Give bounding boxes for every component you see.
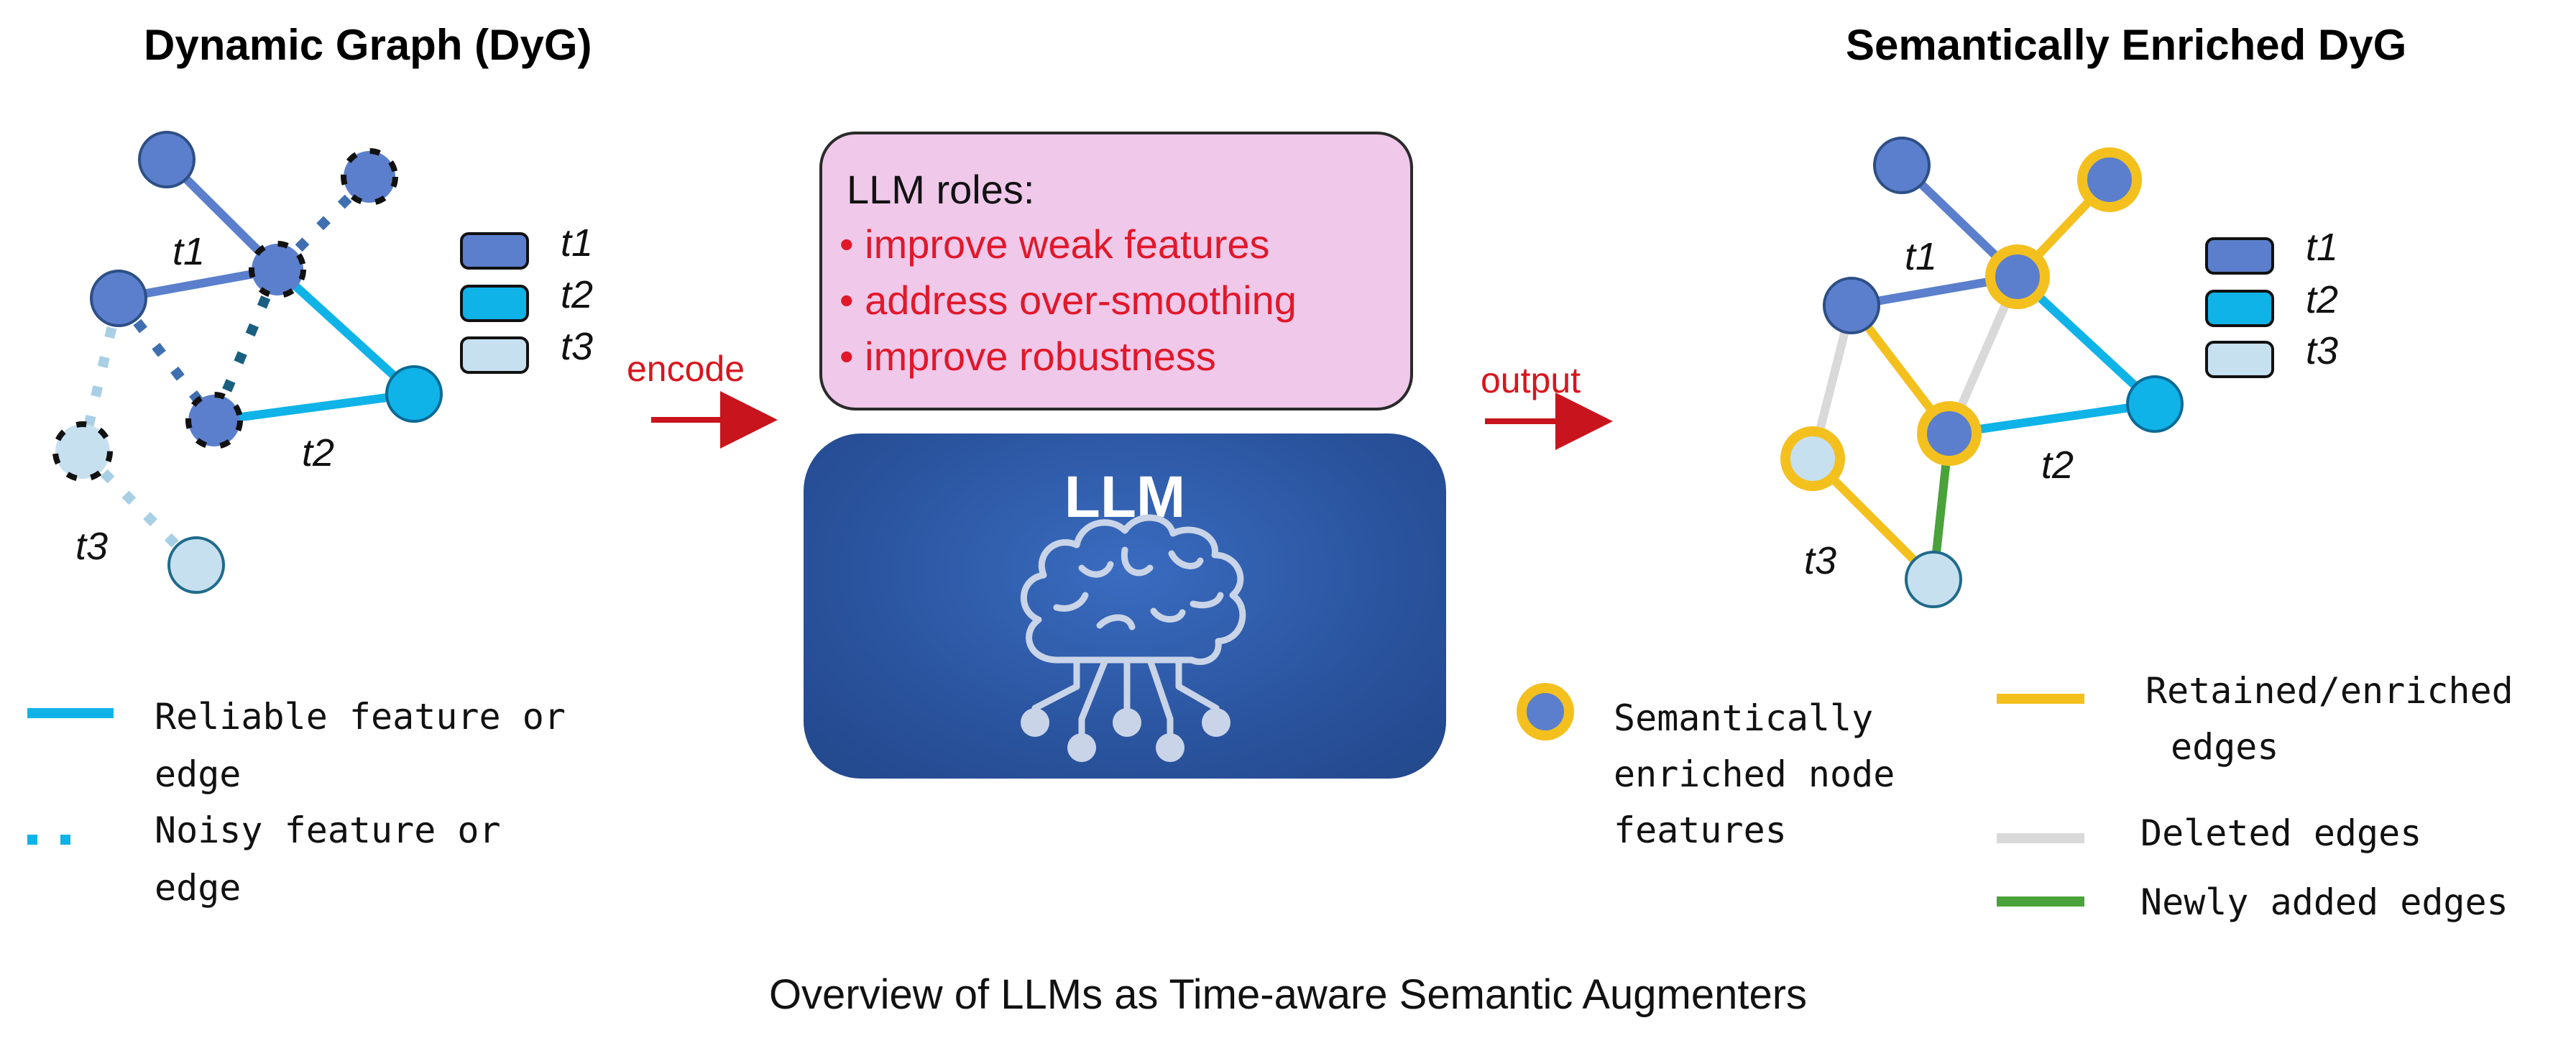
left-node-t2 xyxy=(385,365,443,423)
legend-retained-label-line1: Retained/enriched xyxy=(2145,670,2513,712)
left-legend-label-t2: t2 xyxy=(561,273,593,316)
left-edge-noisy-1 xyxy=(274,173,373,273)
figure-caption: Overview of LLMs as Time-aware Semantic … xyxy=(768,971,1808,1018)
right-node-enriched-t3 xyxy=(1780,426,1845,491)
right-legend-swatch-t2 xyxy=(2205,290,2274,327)
right-legend-label-t2: t2 xyxy=(2306,278,2338,321)
legend-enriched-node-icon xyxy=(1517,683,1574,740)
right-legend-swatch-t3 xyxy=(2205,341,2274,378)
legend-enriched-node-line3: features xyxy=(1614,809,1787,851)
right-node-t2 xyxy=(2126,375,2184,433)
left-label-t3: t3 xyxy=(75,525,108,568)
left-node-t1-topright xyxy=(341,148,398,206)
left-legend-label-t1: t1 xyxy=(561,221,593,265)
legend-reliable-label-line2: edge xyxy=(155,753,242,795)
left-node-t1-top xyxy=(138,131,196,188)
left-node-t1-lower xyxy=(185,392,243,449)
llm-role-item: • address over-smoothing xyxy=(840,277,1297,323)
left-legend-swatch-t2 xyxy=(460,285,529,322)
right-node-t3 xyxy=(1905,551,1962,608)
left-legend-swatch-t1 xyxy=(460,232,529,270)
right-label-t2: t2 xyxy=(2041,444,2074,487)
left-node-t3-noisy xyxy=(52,421,113,482)
right-label-t1: t1 xyxy=(1905,235,1937,278)
left-label-t2: t2 xyxy=(302,431,334,474)
encode-label: encode xyxy=(627,349,745,389)
legend-added-label: Newly added edges xyxy=(2140,881,2508,923)
legend-noisy-label-line1: Noisy feature or xyxy=(155,809,501,851)
right-panel-title: Semantically Enriched DyG xyxy=(1846,21,2407,69)
legend-deleted-label: Deleted edges xyxy=(2140,812,2422,854)
left-node-t1-left xyxy=(90,270,147,327)
brain-circuit-nodes xyxy=(1021,708,1230,762)
right-label-t3: t3 xyxy=(1804,539,1836,582)
left-node-t3 xyxy=(167,536,225,594)
legend-reliable-label-line1: Reliable feature or xyxy=(155,696,566,738)
llm-role-item: • improve weak features xyxy=(840,221,1270,267)
llm-role-item: • improve robustness xyxy=(840,334,1216,379)
legend-noisy-label-line2: edge xyxy=(155,867,242,909)
left-node-t1-center xyxy=(249,241,306,298)
llm-roles-box: LLM roles: • improve weak features • add… xyxy=(819,132,1413,410)
right-edge-t2-b xyxy=(1949,400,2156,438)
legend-retained-label-line2: edges xyxy=(2171,726,2279,768)
left-legend-swatch-t3 xyxy=(460,336,529,374)
right-node-t1-left xyxy=(1823,277,1880,334)
legend-enriched-node-line1: Semantically xyxy=(1614,697,1874,739)
right-legend-swatch-t1 xyxy=(2205,237,2274,275)
legend-enriched-node-line2: enriched node xyxy=(1614,753,1895,795)
right-node-enriched-center xyxy=(1985,244,2050,309)
right-node-enriched-lower xyxy=(1917,401,1982,466)
right-node-t1-top xyxy=(1873,137,1931,194)
left-panel-title: Dynamic Graph (DyG) xyxy=(144,21,592,69)
right-legend-label-t1: t1 xyxy=(2306,226,2338,269)
right-graph: t1 t2 t3 t1 t2 t3 xyxy=(1517,137,2338,907)
right-node-enriched-topright xyxy=(2077,147,2142,212)
left-edge-t2-b xyxy=(213,390,415,425)
left-legend-label-t3: t3 xyxy=(561,325,593,368)
left-graph: t1 t2 t3 t1 t2 t3 xyxy=(27,131,593,845)
left-edge-t2-a xyxy=(274,266,418,398)
right-legend-label-t3: t3 xyxy=(2306,329,2338,372)
llm-roles-title: LLM roles: xyxy=(847,167,1035,212)
left-label-t1: t1 xyxy=(172,230,205,273)
